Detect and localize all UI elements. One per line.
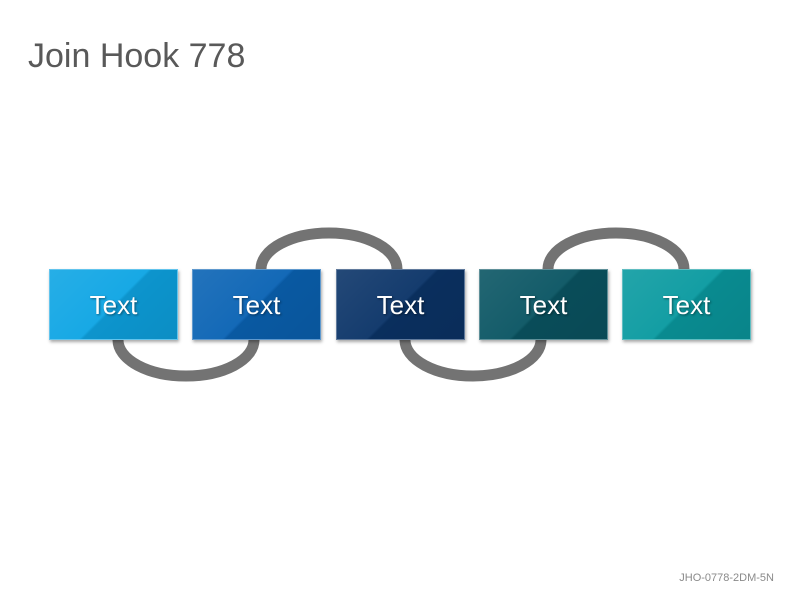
step-box-2-label: Text (232, 289, 281, 320)
hook-ring-upper-1 (255, 227, 403, 270)
hook-ring-upper-2 (542, 227, 690, 270)
step-box-3: Text (336, 269, 465, 340)
step-box-4: Text (479, 269, 608, 340)
footer-code: JHO-0778-2DM-5N (679, 572, 774, 584)
hook-ring-lower-2 (399, 339, 547, 382)
step-box-3-label: Text (376, 289, 425, 320)
step-box-2: Text (192, 269, 321, 340)
step-box-4-label: Text (519, 289, 568, 320)
step-box-5: Text (622, 269, 751, 340)
page-title: Join Hook 778 (28, 37, 246, 75)
hook-ring-lower-1 (112, 339, 260, 382)
step-box-1: Text (49, 269, 178, 340)
step-box-5-label: Text (662, 289, 711, 320)
step-box-1-label: Text (89, 289, 138, 320)
